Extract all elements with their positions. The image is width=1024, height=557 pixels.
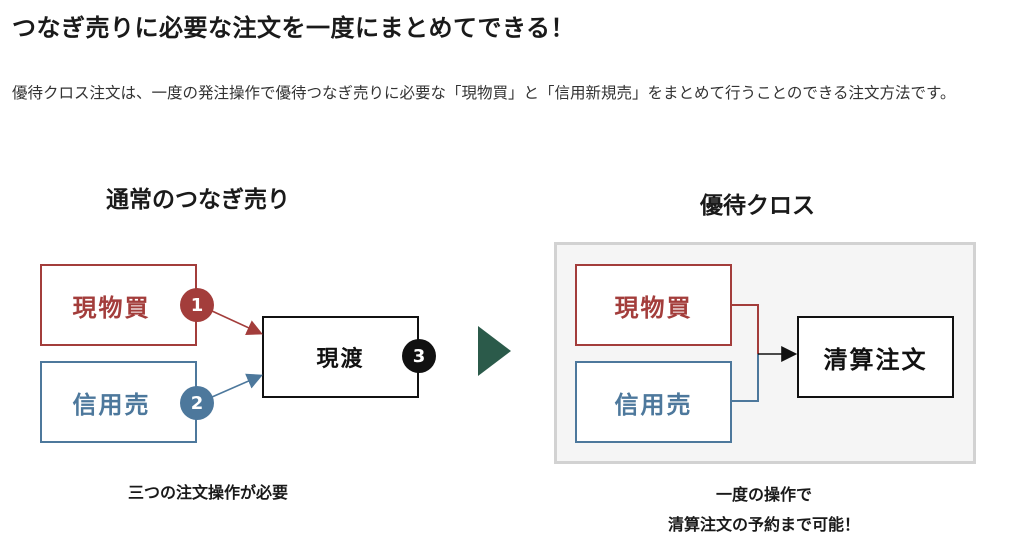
left-sell-box: 信用売 [40,361,197,443]
right-buy-box: 現物買 [575,264,732,346]
right-sell-label: 信用売 [614,390,693,419]
step-badge-3: 3 [402,339,436,373]
play-triangle-icon [478,326,511,376]
right-caption: 一度の操作で 清算注文の予約まで可能！ [634,480,894,540]
sell-arrow [211,373,263,398]
right-caption-line-1: 一度の操作で [715,485,812,504]
right-buy-label: 現物買 [614,293,693,322]
settlement-order-label: 清算注文 [823,345,928,374]
left-heading: 通常のつなぎ売り [106,187,290,213]
right-sell-box: 信用売 [575,361,732,443]
left-buy-label: 現物買 [72,293,151,322]
step-badge-2: 2 [180,386,214,420]
description: 優待クロス注文は、一度の発注操作で優待つなぎ売りに必要な「現物買」と「信用新規売… [12,84,956,102]
left-caption: 三つの注文操作が必要 [128,483,289,502]
right-caption-line-2: 清算注文の予約まで可能！ [667,515,860,534]
buy-connector [732,304,759,354]
page-title: つなぎ売りに必要な注文を一度にまとめてできる！ [12,14,576,42]
left-delivery-label: 現渡 [316,347,365,372]
sell-connector [732,354,759,402]
step-badge-1: 1 [180,288,214,322]
left-delivery-box: 現渡 [262,316,419,398]
buy-arrow [211,310,263,335]
left-sell-label: 信用売 [72,390,151,419]
right-heading: 優待クロス [700,193,815,219]
settlement-order-box: 清算注文 [797,316,954,398]
